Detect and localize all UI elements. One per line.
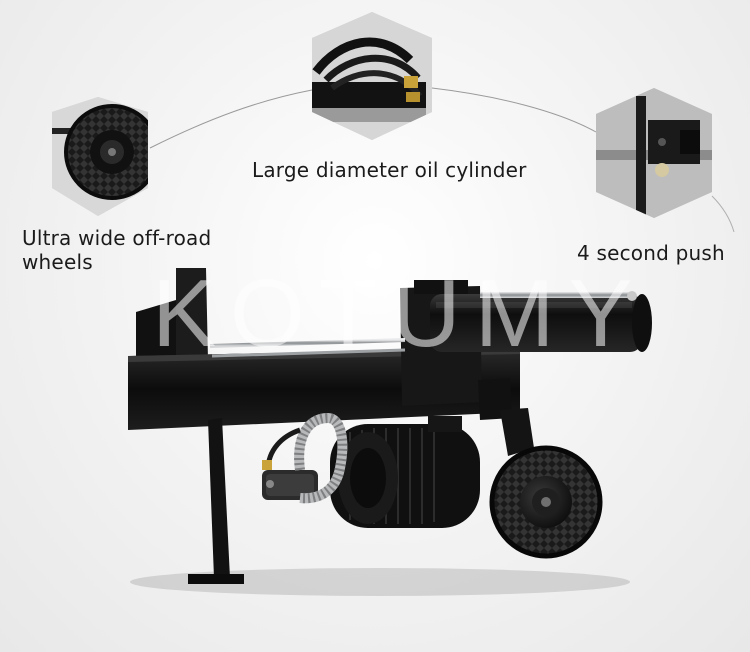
connector-arc-left — [149, 89, 313, 149]
wedge-plate — [176, 268, 208, 360]
callout-wheels: Ultra wide off-road wheels — [22, 226, 211, 274]
guide-rod-lower — [211, 348, 406, 358]
cylinder-closeup-image — [312, 12, 432, 140]
support-leg — [208, 418, 230, 578]
hydraulic-pump — [262, 470, 318, 500]
push-mechanism-closeup-image — [596, 88, 712, 218]
oil-cylinder — [430, 294, 642, 352]
callout-wheels-line2: wheels — [22, 250, 93, 274]
log-splitter-machine — [128, 268, 652, 596]
leg-foot — [188, 574, 244, 584]
guide-rod-upper — [209, 338, 406, 348]
machine-shadow — [130, 568, 630, 596]
connector-arc-right-tail — [711, 195, 735, 233]
callout-push: 4 second push — [577, 241, 725, 265]
connector-arc-right — [431, 87, 597, 133]
piston-rod — [480, 292, 630, 298]
callout-cylinder: Large diameter oil cylinder — [252, 158, 527, 182]
brand-watermark: KOTUMY — [152, 260, 647, 367]
callout-wheels-line1: Ultra wide off-road — [22, 226, 212, 250]
electric-motor — [330, 416, 480, 528]
off-road-wheel — [489, 445, 603, 559]
wheel-closeup-image — [52, 97, 148, 216]
